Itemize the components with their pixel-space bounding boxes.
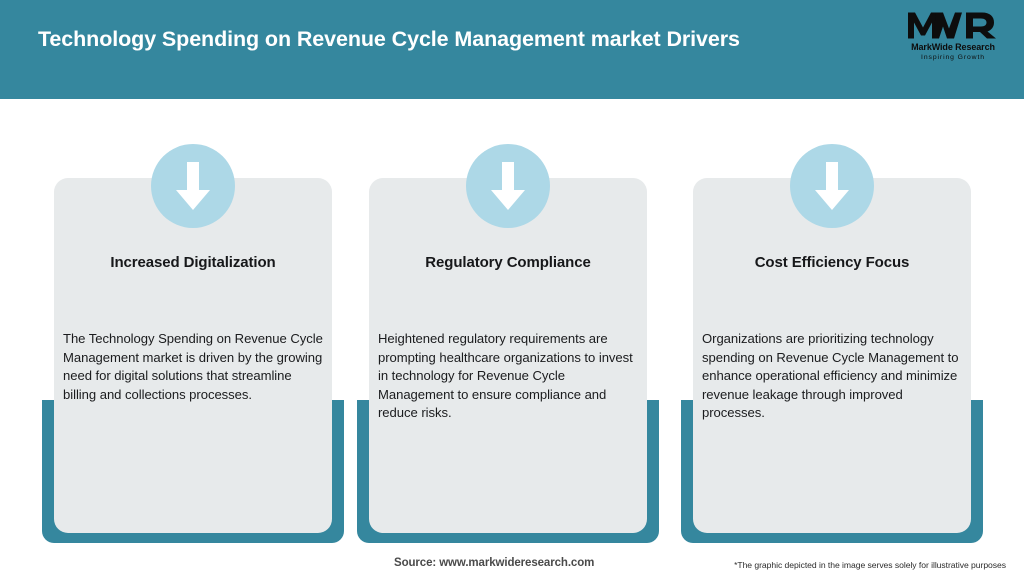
arrow-down-glyph	[491, 162, 525, 210]
mwr-logo-icon	[908, 12, 996, 39]
card-title: Cost Efficiency Focus	[754, 254, 910, 271]
logo-name: MarkWide Research	[911, 42, 995, 52]
arrow-down-glyph	[815, 162, 849, 210]
card-title: Increased Digitalization	[110, 254, 276, 271]
header-bar: Technology Spending on Revenue Cycle Man…	[0, 0, 1024, 99]
card-body: Heightened regulatory requirements are p…	[378, 331, 633, 421]
card-body: The Technology Spending on Revenue Cycle…	[63, 331, 323, 402]
page-title: Technology Spending on Revenue Cycle Man…	[38, 27, 740, 51]
driver-card-3: Cost Efficiency Focus Organizations are …	[681, 144, 983, 543]
card-panel	[693, 178, 971, 533]
arrow-down-icon	[151, 144, 235, 228]
disclaimer-label: *The graphic depicted in the image serve…	[734, 560, 1006, 570]
source-label: Source: www.markwideresearch.com	[394, 557, 595, 569]
logo: MarkWide Research Inspiring Growth	[900, 9, 1006, 65]
card-panel	[369, 178, 647, 533]
logo-tagline: Inspiring Growth	[921, 54, 985, 61]
card-title: Regulatory Compliance	[425, 254, 591, 271]
card-body: Organizations are prioritizing technolog…	[702, 331, 959, 421]
driver-card-1: Increased Digitalization The Technology …	[42, 144, 344, 543]
driver-card-2: Regulatory Compliance Heightened regulat…	[357, 144, 659, 543]
arrow-down-icon	[466, 144, 550, 228]
card-panel	[54, 178, 332, 533]
arrow-down-icon	[790, 144, 874, 228]
arrow-down-glyph	[176, 162, 210, 210]
